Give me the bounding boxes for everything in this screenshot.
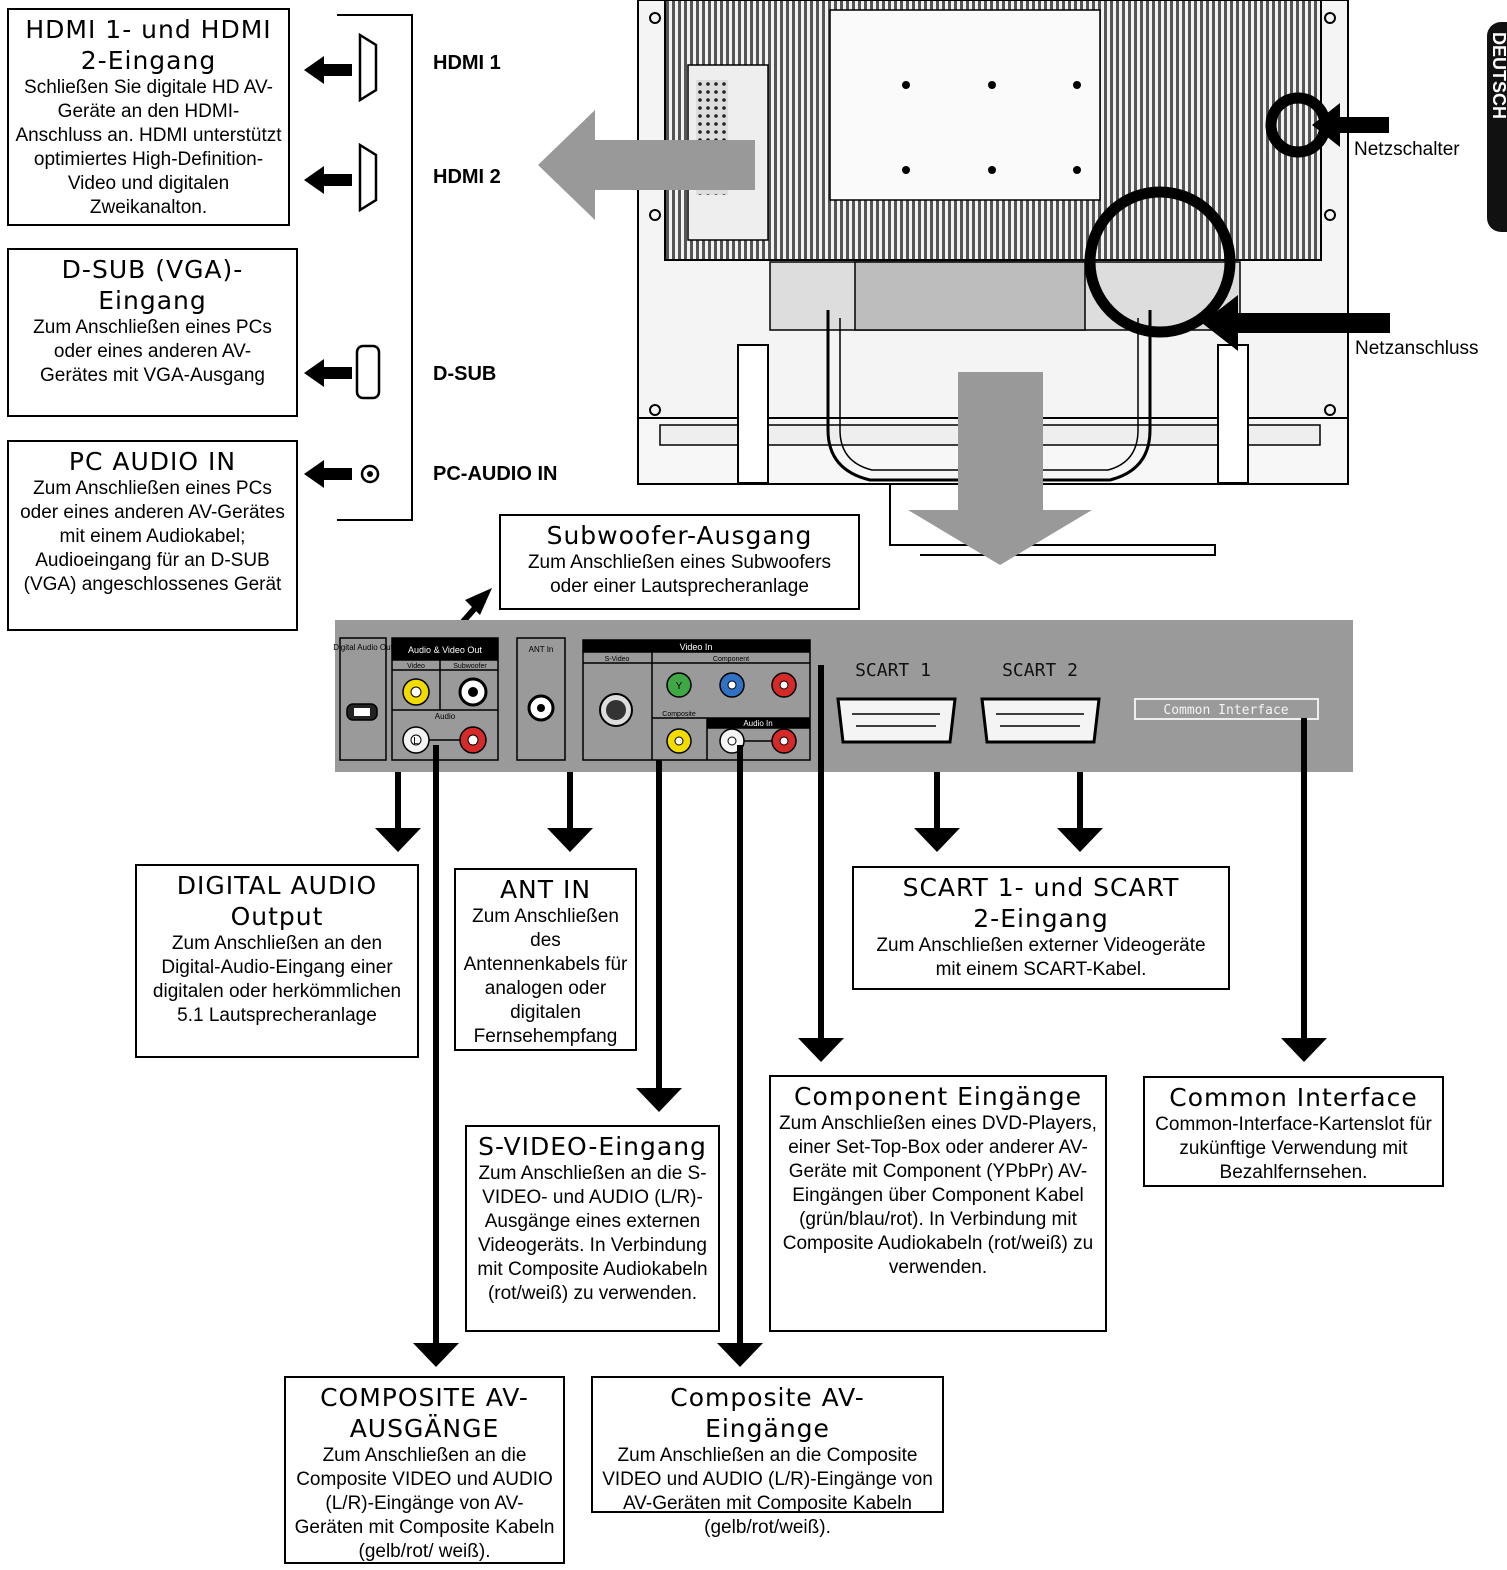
callout-composite-in-title: Composite AV-Eingänge (670, 1383, 865, 1443)
callout-svideo: S-VIDEO-Eingang Zum Anschließen an die S… (465, 1125, 720, 1332)
panel-digital-audio-out: Digital Audio Out (333, 643, 393, 652)
big-left-arrow (538, 110, 755, 220)
callout-ant-in-text: Zum Anschließen des Antennenkabels für a… (463, 906, 628, 1047)
connector-panel (335, 620, 1353, 772)
arrow-power-socket (1202, 295, 1390, 351)
arrow-power-switch (1312, 103, 1389, 147)
callout-dsub: D-SUB (VGA)-Eingang Zum Anschließen eine… (7, 248, 298, 417)
callout-dsub-text: Zum Anschließen eines PCs oder eines and… (33, 317, 272, 386)
panel-r-label: R (469, 736, 476, 747)
callout-component-title: Component Eingänge (794, 1082, 1082, 1111)
callout-scart: SCART 1- und SCART 2-Eingang Zum Anschli… (852, 866, 1230, 990)
callout-common-interface-title: Common Interface (1169, 1083, 1418, 1112)
callout-common-interface: Common Interface Common-Interface-Karten… (1143, 1076, 1444, 1187)
panel-video-in: Video In (680, 642, 713, 652)
callout-subwoofer: Subwoofer-Ausgang Zum Anschließen eines … (499, 514, 860, 610)
power-socket-circle (1084, 186, 1236, 338)
label-power-switch: Netzschalter (1354, 139, 1460, 160)
callout-component-text: Zum Anschließen eines DVD-Players, einer… (779, 1113, 1097, 1278)
callout-ant-in-title: ANT IN (499, 875, 592, 904)
callout-subwoofer-title: Subwoofer-Ausgang (546, 521, 813, 550)
language-tab-label: DEUTSCH (1489, 32, 1507, 120)
panel-audio: Audio (435, 712, 456, 721)
panel-av-out: Audio & Video Out (408, 645, 482, 655)
callout-digital-audio: DIGITAL AUDIO Output Zum Anschließen an … (135, 864, 419, 1058)
port-label-pc-audio: PC-AUDIO IN (433, 463, 558, 485)
callout-component: Component Eingänge Zum Anschließen eines… (769, 1075, 1107, 1332)
callout-composite-out: COMPOSITE AV-AUSGÄNGE Zum Anschließen an… (284, 1376, 565, 1564)
callout-hdmi-title: HDMI 1- und HDMI 2-Eingang (25, 15, 272, 75)
panel-subwoofer: Subwoofer (453, 663, 487, 670)
callout-composite-out-text: Zum Anschließen an die Composite VIDEO u… (294, 1445, 555, 1562)
arrow-hdmi2 (304, 166, 352, 194)
callout-pc-audio-title: PC AUDIO IN (68, 447, 237, 476)
callout-pc-audio-text: Zum Anschließen eines PCs oder eines and… (20, 478, 285, 595)
callout-scart-text: Zum Anschließen externer Videogeräte mit… (876, 935, 1206, 980)
callout-composite-out-title: COMPOSITE AV-AUSGÄNGE (320, 1383, 529, 1443)
callout-digital-audio-title: DIGITAL AUDIO Output (176, 871, 378, 931)
port-label-hdmi2: HDMI 2 (433, 166, 501, 188)
panel-leader-arrows (375, 665, 1327, 1367)
panel-component: Component (713, 656, 749, 663)
callout-hdmi-text: Schließen Sie digitale HD AV-Geräte an d… (15, 77, 282, 218)
panel-labels: Digital Audio Out Audio & Video Out Vide… (333, 642, 1289, 747)
panel-l-label: L (413, 736, 419, 747)
panel-scart1: SCART 1 (855, 660, 931, 681)
callout-composite-in-text: Zum Anschließen an die Composite VIDEO u… (602, 1445, 933, 1538)
callout-subwoofer-text: Zum Anschließen eines Subwoofers oder ei… (527, 552, 832, 597)
side-port-strip (337, 14, 413, 521)
callout-composite-in: Composite AV-Eingänge Zum Anschließen an… (591, 1376, 944, 1538)
big-down-arrow (908, 372, 1092, 565)
panel-ant-in: ANT In (529, 645, 554, 654)
panel-common-interface: Common Interface (1163, 703, 1288, 718)
panel-y-label: Y (676, 681, 683, 692)
arrow-pcaudio (304, 460, 352, 488)
panel-svideo: S-Video (605, 656, 630, 663)
port-label-hdmi1: HDMI 1 (433, 52, 501, 74)
callout-dsub-title: D-SUB (VGA)-Eingang (61, 255, 244, 315)
arrow-dsub (304, 359, 352, 387)
panel-audio-in: Audio In (743, 719, 772, 728)
panel-scart2: SCART 2 (1002, 660, 1078, 681)
panel-video: Video (407, 663, 425, 670)
callout-hdmi: HDMI 1- und HDMI 2-Eingang Schließen Sie… (7, 8, 290, 226)
panel-composite: Composite (662, 711, 696, 718)
language-tab: DEUTSCH (1487, 22, 1507, 232)
callout-digital-audio-text: Zum Anschließen an den Digital-Audio-Ein… (152, 933, 402, 1026)
callout-pc-audio: PC AUDIO IN Zum Anschließen eines PCs od… (7, 440, 298, 631)
callout-common-interface-text: Common-Interface-Kartenslot für zukünfti… (1155, 1114, 1432, 1183)
callout-svideo-text: Zum Anschließen an die S-VIDEO- und AUDI… (477, 1163, 708, 1304)
port-arrows (304, 56, 352, 488)
callout-ant-in: ANT IN Zum Anschließen des Antennenkabel… (454, 868, 637, 1051)
tv-back-illustration (637, 0, 1349, 556)
arrow-hdmi1 (304, 56, 352, 84)
label-power-socket: Netzanschluss (1355, 338, 1479, 359)
callout-svideo-title: S-VIDEO-Eingang (478, 1132, 707, 1161)
callout-scart-title: SCART 1- und SCART 2-Eingang (902, 873, 1180, 933)
port-label-dsub: D-SUB (433, 363, 497, 385)
